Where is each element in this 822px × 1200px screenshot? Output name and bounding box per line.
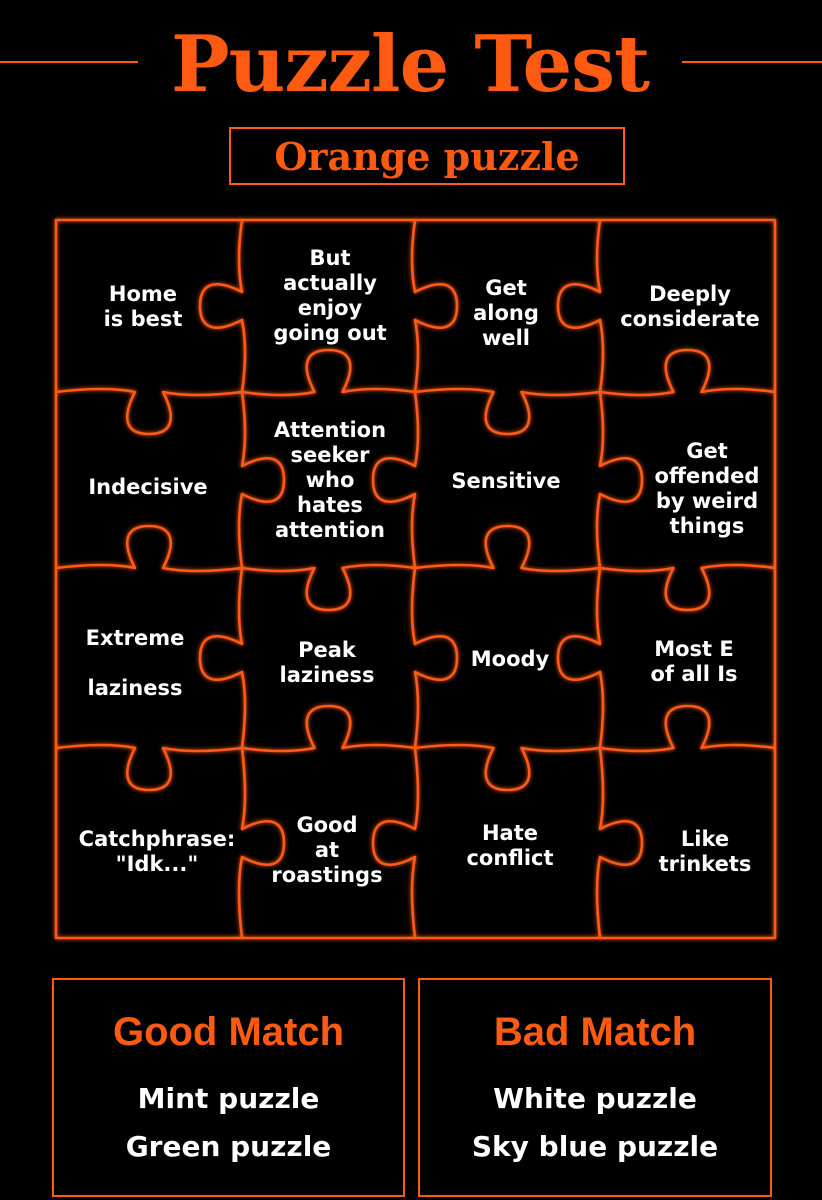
piece-text: But actually enjoy going out <box>273 246 387 345</box>
bad-match-heading: Bad Match <box>493 1010 697 1054</box>
piece-text: Get along well <box>473 275 539 350</box>
good-match-item: Green puzzle <box>125 1130 332 1163</box>
puzzle-seam <box>598 704 777 753</box>
puzzle-seam <box>198 566 247 750</box>
puzzle-seam <box>595 390 644 570</box>
puzzle-seam <box>413 743 602 792</box>
piece-text: Get offended by weird things <box>654 439 760 538</box>
puzzle-seam <box>240 704 417 753</box>
puzzle-seam <box>598 348 777 397</box>
piece-text: Like trinkets <box>658 827 752 876</box>
puzzle-seam <box>54 387 244 436</box>
puzzle-seam <box>54 743 244 792</box>
puzzle-seam <box>371 746 420 940</box>
subtitle-box: Orange puzzle <box>229 127 625 185</box>
bad-match-panel: Bad Match White puzzle Sky blue puzzle <box>418 978 772 1197</box>
piece-text: Deeply considerate <box>620 282 760 331</box>
title-rule-right <box>682 61 822 63</box>
bad-match-item: Sky blue puzzle <box>471 1130 719 1163</box>
puzzle-seam <box>237 746 286 940</box>
subtitle: Orange puzzle <box>274 134 580 179</box>
puzzle-seam <box>413 524 602 573</box>
puzzle-seam <box>240 563 417 612</box>
piece-text: Catchphrase: "Idk..." <box>78 827 236 876</box>
puzzle-seam <box>410 566 459 750</box>
puzzle-seam <box>598 563 777 612</box>
puzzle-seam <box>556 566 605 750</box>
good-match-panel: Good Match Mint puzzle Green puzzle <box>52 978 405 1197</box>
piece-text: Sensitive <box>451 468 561 493</box>
piece-text: Moody <box>470 646 550 671</box>
puzzle-seam <box>371 390 420 570</box>
piece-text: Most E of all Is <box>650 637 738 686</box>
good-match-heading: Good Match <box>112 1010 345 1054</box>
piece-text: Attention seeker who hates attention <box>273 417 387 542</box>
bad-match-item: White puzzle <box>493 1082 697 1115</box>
piece-text: Hate conflict <box>466 821 554 870</box>
title-rule-left <box>0 61 138 63</box>
puzzle-seam <box>556 218 605 394</box>
puzzle-seam <box>410 218 459 394</box>
puzzle-seam <box>240 348 417 397</box>
piece-text: Indecisive <box>88 474 208 499</box>
piece-text: Good at roastings <box>271 812 383 887</box>
page-title: Puzzle Test <box>170 19 650 110</box>
piece-text: Peak laziness <box>279 638 375 687</box>
good-match-item: Mint puzzle <box>137 1082 320 1115</box>
puzzle-seam <box>237 390 286 570</box>
puzzle-seam <box>54 524 244 573</box>
puzzle-seam <box>413 387 602 436</box>
piece-text: Extreme laziness <box>85 625 185 700</box>
puzzle-seam <box>198 218 247 394</box>
puzzle-seam <box>595 746 644 940</box>
piece-text: Home is best <box>103 282 183 331</box>
